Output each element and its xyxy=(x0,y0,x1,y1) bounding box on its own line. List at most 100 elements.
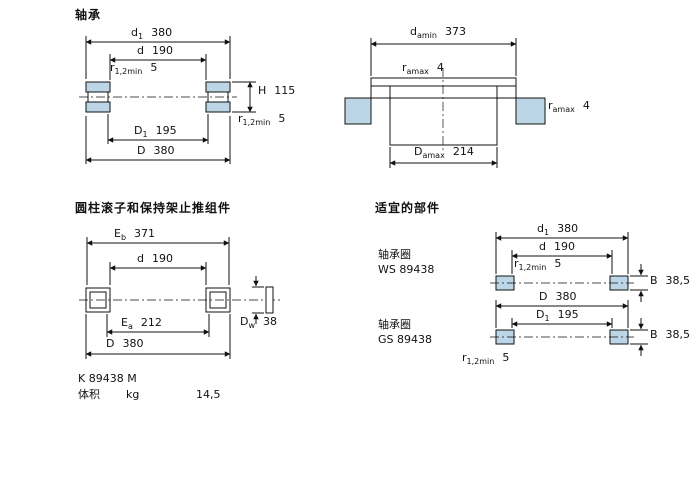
dim-ws-d-lines xyxy=(511,250,613,274)
dim-gs-D1-lines xyxy=(511,318,613,328)
dim-label-Damax: Damax 214 xyxy=(414,145,474,161)
dim-val: 380 xyxy=(557,222,579,235)
dim-D-lines xyxy=(85,116,231,164)
dim-sub: w xyxy=(248,321,256,331)
dim-val: 38,5 xyxy=(665,274,691,287)
dim-sub: amax xyxy=(406,67,429,77)
abutment-body xyxy=(344,68,546,152)
dim-sym: D xyxy=(137,144,146,157)
shaft-block xyxy=(389,97,498,146)
dim-val: 5 xyxy=(502,351,510,364)
dim-label-ws-r: r1,2min 5 xyxy=(514,257,562,273)
dim-sub: 1,2min xyxy=(518,263,547,273)
dim-val: 38,5 xyxy=(665,328,691,341)
shaft-washer-section xyxy=(85,81,111,93)
dim-label-Ea: Ea 212 xyxy=(121,316,162,332)
bearing-drawing xyxy=(79,36,256,164)
dim-val: 212 xyxy=(140,316,162,329)
housing-washer-section xyxy=(205,101,231,113)
dim-sym: D xyxy=(414,145,423,158)
mass-label: 体积 xyxy=(78,388,100,401)
dim-sym: d xyxy=(137,44,144,57)
dim-val: 4 xyxy=(436,61,444,74)
dim-val: 380 xyxy=(153,144,175,157)
dim-val: 371 xyxy=(134,227,156,240)
dim-val: 5 xyxy=(278,112,286,125)
dim-sub: 1 xyxy=(142,130,148,140)
dim-d-lines xyxy=(109,54,207,80)
dim-Ea-lines xyxy=(106,314,210,337)
dim-sym: D xyxy=(106,337,115,350)
mass-value: 14,5 xyxy=(196,388,221,401)
housing-shoulder-left xyxy=(344,97,372,125)
mass-unit: kg xyxy=(126,388,140,401)
dim-label-D-assembly: D 380 xyxy=(106,337,144,352)
dim-d1-lines xyxy=(85,36,231,79)
dim-sym: d xyxy=(137,252,144,265)
housing-washer-section xyxy=(85,101,111,113)
dim-sub: 1 xyxy=(137,32,144,42)
dim-sub: b xyxy=(120,233,127,243)
dim-val: 373 xyxy=(444,25,466,38)
dim-sym: d xyxy=(410,25,417,38)
dim-sym: E xyxy=(121,316,128,329)
dim-val: 190 xyxy=(553,240,575,253)
dim-val: 380 xyxy=(555,290,577,303)
dim-val: 195 xyxy=(155,124,177,137)
dim-val: 190 xyxy=(151,44,173,57)
dim-sym: D xyxy=(536,308,545,321)
dim-gs-D-lines xyxy=(495,300,629,328)
dim-val: 214 xyxy=(452,145,474,158)
dim-label-d1: d1 380 xyxy=(131,26,173,42)
dim-sub: 1,2min xyxy=(242,118,271,128)
bearing-section-body xyxy=(79,81,237,113)
dim-D-assembly-lines xyxy=(85,314,231,359)
dim-sym: d xyxy=(131,26,138,39)
dim-d-assembly-lines xyxy=(109,262,207,285)
dim-sym: H xyxy=(258,84,267,97)
dim-label-ws-B: B 38,5 xyxy=(650,274,691,289)
dim-val: 4 xyxy=(582,99,590,112)
dim-sub: a xyxy=(127,322,133,332)
dim-sym: D xyxy=(134,124,143,137)
dim-sym: r xyxy=(110,61,115,74)
dim-sym: B xyxy=(650,328,658,341)
dim-sym: r xyxy=(514,257,519,270)
dim-val: 5 xyxy=(150,61,158,74)
dim-Eb-lines xyxy=(86,237,230,285)
dim-val: 380 xyxy=(151,26,173,39)
dim-damin-lines xyxy=(370,38,517,76)
dim-sym: B xyxy=(650,274,658,287)
dim-val: 380 xyxy=(122,337,144,350)
dim-Dw-lines xyxy=(252,276,264,324)
dim-sym: d xyxy=(539,240,546,253)
dim-label-D1: D1 195 xyxy=(134,124,177,140)
dim-sub: 1 xyxy=(543,228,550,238)
dim-label-ws-d: d 190 xyxy=(539,240,575,255)
dim-val: 5 xyxy=(554,257,562,270)
dim-sym: D xyxy=(240,315,249,328)
dim-val: 38 xyxy=(263,315,278,328)
section-title-parts: 适宜的部件 xyxy=(375,201,441,215)
section-title-assembly: 圆柱滚子和保持架止推组件 xyxy=(75,201,232,215)
dim-ws-B-lines xyxy=(630,264,648,302)
dim-sub: amax xyxy=(422,151,445,161)
abutment-drawing xyxy=(344,38,546,168)
gs-kind-label: 轴承圈 xyxy=(378,318,411,331)
dim-H-lines xyxy=(232,81,256,113)
assembly-designation: K 89438 M xyxy=(78,372,137,385)
dim-label-gs-B: B 38,5 xyxy=(650,328,691,343)
dim-label-D: D 380 xyxy=(137,144,175,159)
ws-washer-body xyxy=(490,275,634,291)
dim-sym: D xyxy=(539,290,548,303)
gs-washer-body xyxy=(490,329,634,345)
ws-kind-label: 轴承圈 xyxy=(378,248,411,261)
